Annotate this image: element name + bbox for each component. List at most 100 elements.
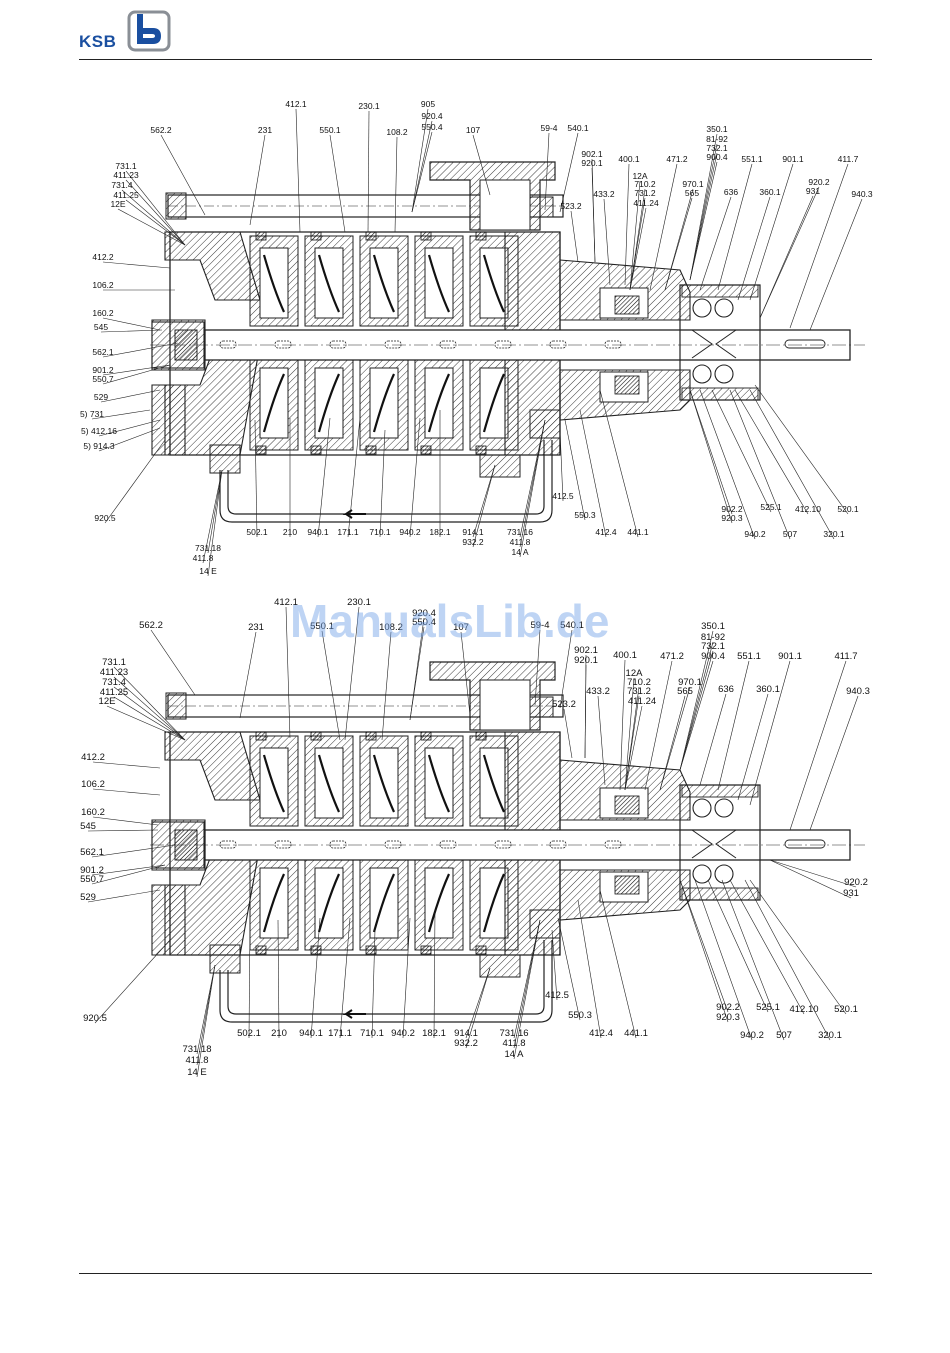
leader-line [603, 198, 611, 286]
part-number-label: 920.2 [808, 177, 830, 187]
part-number-label: 411.8 [502, 1038, 525, 1049]
footer-rule [79, 1273, 872, 1274]
part-number-label: 106.2 [92, 280, 114, 290]
leader-line [694, 879, 753, 1041]
part-number-label: 920.3 [716, 1012, 740, 1023]
part-number-label: 940.1 [299, 1028, 323, 1039]
part-number-label: 914.1 [454, 1028, 478, 1039]
leader-line [599, 389, 639, 538]
part-number-label: 562.2 [139, 620, 163, 631]
leader-line [754, 384, 849, 515]
leader-line [599, 889, 637, 1039]
leader-line [591, 167, 596, 263]
leader-line [513, 919, 541, 1049]
leader-line [737, 693, 769, 801]
leader-line [472, 134, 491, 196]
leader-line [749, 879, 847, 1015]
leader-line [472, 464, 496, 548]
leader-line [248, 919, 251, 1039]
part-number-label: 940.3 [846, 686, 870, 697]
leader-line [577, 899, 602, 1039]
part-number-label: 902.1 [574, 645, 598, 656]
leader-line [699, 389, 756, 540]
leader-line [295, 108, 301, 233]
leader-line [769, 859, 857, 888]
leader-line [104, 439, 166, 524]
leader-line [125, 179, 186, 246]
part-number-label: 412.5 [545, 990, 569, 1001]
leader-line [196, 964, 216, 1055]
leader-line [689, 389, 733, 515]
part-number-label: 901.1 [782, 154, 804, 164]
leader-line [749, 163, 794, 301]
part-number-label: 920.1 [581, 158, 603, 168]
part-number-label: 441.1 [627, 527, 649, 537]
leader-line [699, 196, 732, 291]
leader-line [317, 417, 331, 538]
part-number-label: 502.1 [237, 1028, 261, 1039]
part-number-label: 901.2 [92, 365, 114, 375]
part-number-label: 471.2 [666, 154, 688, 164]
part-number-label: 210 [283, 527, 297, 537]
part-number-label: 160.2 [92, 308, 114, 318]
leader-line [544, 132, 550, 211]
part-number-label: 507 [783, 529, 797, 539]
leader-line [100, 389, 161, 403]
leader-line [433, 909, 436, 1039]
part-number-label: 920.2 [844, 877, 868, 888]
leader-line [381, 631, 392, 741]
part-number-label: 81-92 [706, 134, 728, 144]
leader-line [717, 163, 753, 291]
leader-line [329, 134, 346, 233]
leader-line [513, 919, 541, 1039]
leader-line [519, 419, 546, 538]
part-number-label: 14 E [199, 566, 217, 576]
leader-line [202, 469, 223, 564]
ksb-logo: KSB [79, 10, 179, 54]
part-number-label: 59-4 [530, 620, 549, 631]
leader-line [679, 630, 714, 771]
leader-line [629, 207, 647, 291]
part-number-label: 360.1 [756, 684, 780, 695]
leader-line [92, 816, 159, 826]
leader-line [102, 364, 171, 385]
part-number-label: 441.1 [624, 1028, 648, 1039]
leader-line [160, 134, 206, 216]
leader-line [721, 879, 785, 1041]
part-number-label: 411.24 [628, 696, 656, 707]
part-number-label: 5) 914.3 [83, 441, 114, 451]
leader-line [102, 317, 161, 331]
leader-line [121, 189, 186, 246]
part-number-label: 562.2 [150, 125, 172, 135]
part-number-label: 940.2 [740, 1030, 764, 1041]
leader-line [106, 705, 186, 741]
part-number-label: 550.7 [80, 874, 104, 885]
part-number-label: 970.1 [678, 677, 702, 688]
part-number-label: 940.2 [744, 529, 766, 539]
part-number-label: 5) 731 [80, 409, 104, 419]
leader-line [196, 964, 216, 1078]
part-number-label: 900.4 [701, 651, 725, 662]
part-number-label: 507 [776, 1030, 792, 1041]
leader-line [737, 196, 771, 301]
part-number-label: 411.8 [193, 553, 214, 563]
part-number-label: 550.3 [574, 510, 596, 520]
part-number-label: 412.2 [81, 752, 105, 763]
leader-line [789, 660, 847, 831]
leader-line [91, 409, 151, 420]
part-number-label: 433.2 [593, 189, 615, 199]
part-number-label: 411.23 [113, 170, 139, 180]
leader-line [579, 409, 607, 538]
part-number-label: 732.1 [706, 143, 728, 153]
part-number-label: 360.1 [759, 187, 781, 197]
leader-line [534, 629, 541, 706]
leader-line [113, 666, 186, 741]
leader-line [394, 136, 398, 233]
leader-line [629, 180, 641, 291]
part-number-label: 433.2 [586, 686, 610, 697]
leader-line [664, 197, 693, 291]
ksb-b-logo-icon [127, 10, 171, 52]
part-number-label: 412.1 [285, 99, 307, 109]
part-number-label: 108.2 [379, 622, 403, 633]
